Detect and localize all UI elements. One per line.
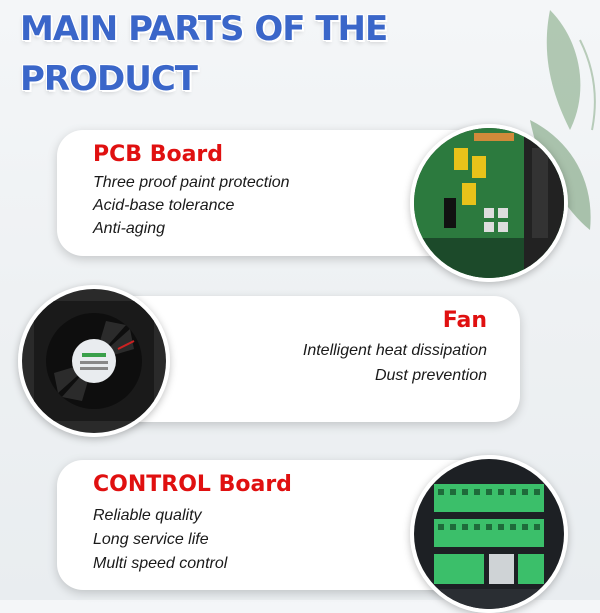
control-feature-2: Long service life bbox=[93, 531, 209, 548]
pcb-board-photo bbox=[410, 124, 568, 282]
fan-feature-1: Intelligent heat dissipation bbox=[302, 342, 487, 359]
fan-title: Fan bbox=[442, 308, 487, 333]
control-feature-3: Multi speed control bbox=[93, 555, 228, 572]
page-title-line-2: PRODUCT bbox=[20, 59, 198, 99]
pcb-feature-1: Three proof paint protection bbox=[93, 174, 290, 191]
pcb-feature-2: Acid-base tolerance bbox=[93, 197, 235, 214]
control-board-title: CONTROL Board bbox=[93, 472, 292, 497]
page-title-line-1: MAIN PARTS OF THE bbox=[20, 9, 388, 49]
pcb-feature-3: Anti-aging bbox=[93, 220, 166, 237]
cooling-fan-photo bbox=[18, 285, 170, 437]
control-board-terminals-photo bbox=[410, 455, 568, 613]
fan-feature-2: Dust prevention bbox=[374, 367, 487, 384]
page-title: MAIN PARTS OF THE PRODUCT bbox=[20, 4, 388, 104]
control-feature-1: Reliable quality bbox=[93, 507, 202, 524]
pcb-board-title: PCB Board bbox=[93, 142, 224, 167]
